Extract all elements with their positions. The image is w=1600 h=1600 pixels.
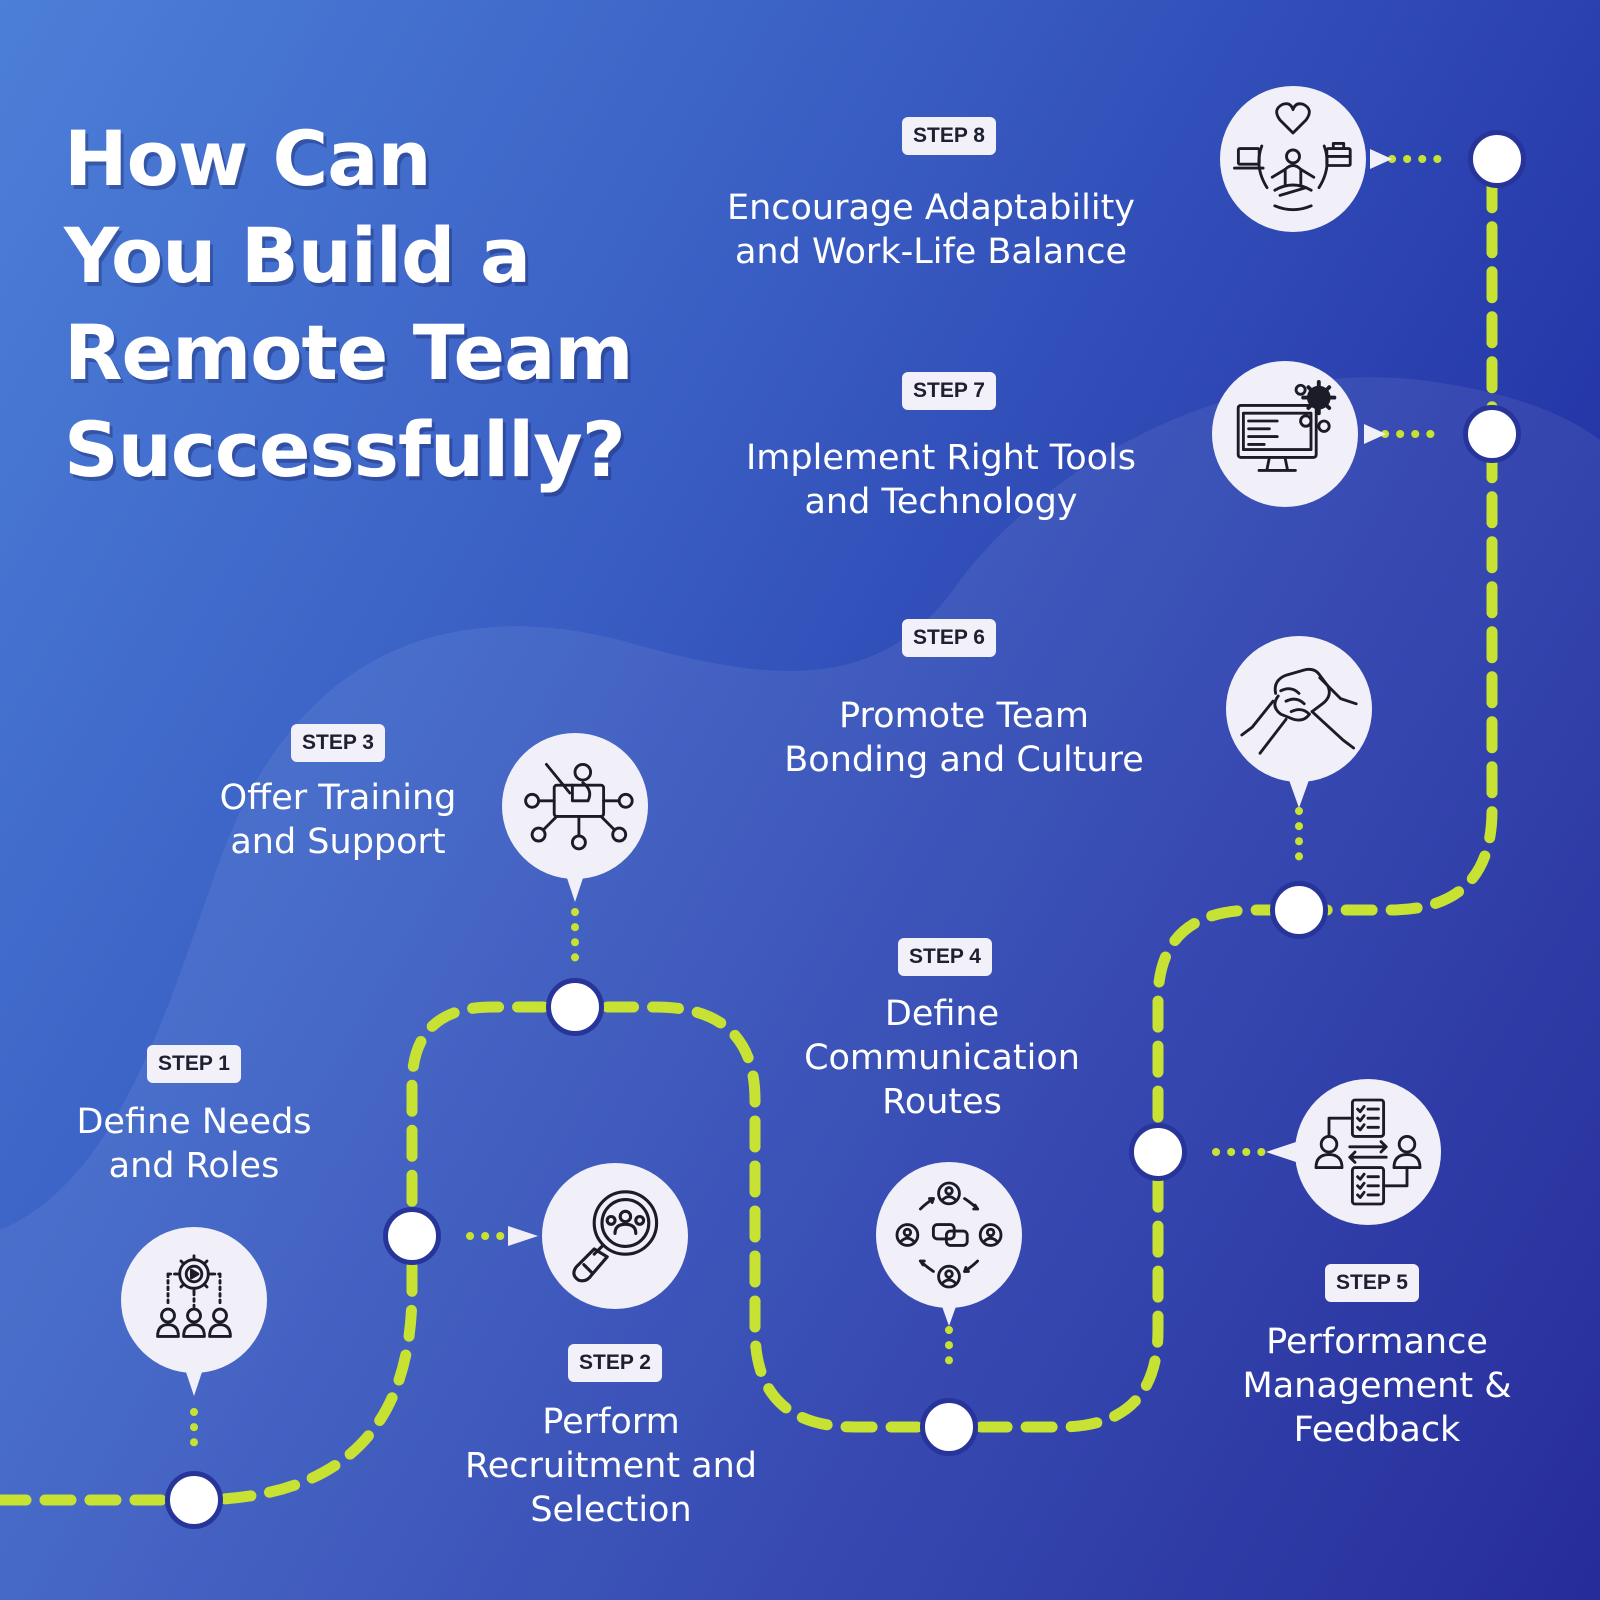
step-8-line-2: and Work-Life Balance [734,232,1128,272]
step-7-icon-circle [1212,361,1358,507]
handshake-icon [1240,667,1358,755]
step-5-line-3: Feedback [1293,1410,1461,1450]
step-8-badge: STEP 8 [902,117,996,155]
trainer-network-icon [524,762,634,851]
step-8-line-1: Encourage Adaptability [726,188,1136,228]
page-title: How Can You Build a Remote Team Successf… [64,110,634,498]
step-8-label: Encourage Adaptability and Work-Life Bal… [727,186,1135,274]
step-6-badge: STEP 6 [902,619,996,657]
step-2-icon-circle [542,1163,688,1309]
computer-gears-icon [1236,380,1337,472]
step-2-line-2: Recruitment and [464,1446,758,1486]
step-4-line-3: Routes [882,1082,1002,1122]
step-6-node [1270,881,1328,939]
step-3-badge: STEP 3 [291,724,385,762]
step-3-line-1: Offer Training [219,778,457,818]
step-3-node [546,978,604,1036]
connector-tails [184,149,1392,1396]
step-2-line-1: Perform [542,1402,680,1442]
step-5-label: Performance Management & Feedback [1243,1320,1512,1452]
title-line-4: Successfully? [64,405,626,494]
step-4-line-1: Define [884,994,1000,1034]
step-8-node [1468,130,1526,188]
step-2-label: Perform Recruitment and Selection [465,1400,757,1532]
work-life-balance-icon [1233,102,1352,212]
step-2-line-3: Selection [530,1490,692,1530]
step-7-line-1: Implement Right Tools [745,438,1137,478]
step-3-icon-circle [502,733,648,879]
step-8-icon-circle [1220,86,1366,232]
step-1-badge: STEP 1 [147,1045,241,1083]
step-1-line-1: Define Needs [76,1102,312,1142]
step-4-line-2: Communication [804,1038,1080,1078]
title-line-2: You Build a [64,211,531,300]
step-4-label: Define Communication Routes [804,992,1080,1124]
step-4-node [920,1398,978,1456]
step-6-icon-circle [1226,636,1372,782]
step-3-line-2: and Support [230,822,446,862]
step-7-line-2: and Technology [804,482,1078,522]
step-5-line-2: Management & [1242,1366,1512,1406]
team-gear-icon [156,1254,232,1338]
step-6-line-2: Bonding and Culture [784,740,1144,780]
title-line-1: How Can [64,114,432,203]
step-1-icon-circle [121,1227,267,1373]
step-6-line-1: Promote Team [839,696,1089,736]
step-1-label: Define Needs and Roles [76,1100,311,1188]
main-dashed-path [0,149,1498,1506]
step-7-label: Implement Right Tools and Technology [746,436,1136,524]
step-1-line-2: and Roles [108,1146,280,1186]
step-7-badge: STEP 7 [902,372,996,410]
title-line-3: Remote Team [64,308,634,397]
step-2-badge: STEP 2 [568,1344,662,1382]
communication-cycle-icon [895,1181,1003,1289]
step-1-node [165,1471,223,1529]
feedback-exchange-icon [1314,1098,1422,1206]
step-5-badge: STEP 5 [1325,1264,1419,1302]
step-3-label: Offer Training and Support [220,776,457,864]
step-6-label: Promote Team Bonding and Culture [784,694,1143,782]
step-5-icon-circle [1295,1079,1441,1225]
step-4-icon-circle [876,1162,1022,1308]
step-5-node [1129,1123,1187,1181]
step-5-line-1: Performance [1266,1322,1488,1362]
step-4-badge: STEP 4 [898,938,992,976]
step-2-node [383,1207,441,1265]
step-7-node [1463,405,1521,463]
magnifier-people-icon [572,1190,659,1283]
